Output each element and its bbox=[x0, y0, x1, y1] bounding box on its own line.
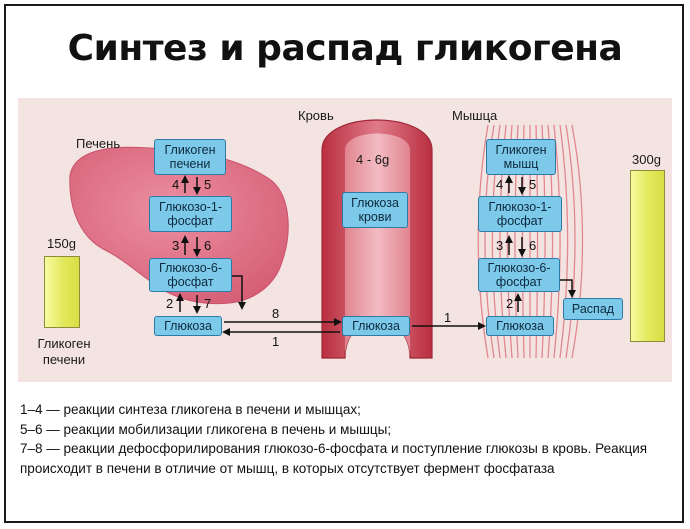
liver-glycogen-caption-line1: Гликоген bbox=[37, 336, 91, 351]
liver-g6p-line2: фосфат bbox=[167, 275, 214, 289]
liver-reaction-4: 4 bbox=[172, 177, 180, 192]
legend-line-2: 5–6 — реакции мобилизации гликогена в пе… bbox=[20, 421, 392, 437]
page-title: Синтез и распад гликогена bbox=[67, 28, 623, 69]
muscle-glucose-box: Глюкоза bbox=[486, 316, 554, 336]
blood-glucose-line2: крови bbox=[358, 210, 392, 224]
muscle-glycogen-line2: мышц bbox=[503, 157, 539, 171]
liver-glycogen-line1: Гликоген bbox=[164, 143, 216, 157]
liver-glycogen-caption: Гликоген печени bbox=[34, 336, 94, 368]
liver-glycogen-box: Гликоген печени bbox=[154, 139, 226, 175]
reaction-1-liver: 1 bbox=[272, 334, 280, 349]
muscle-glucose-line1: Глюкоза bbox=[496, 319, 544, 333]
legend-line-3: 7–8 — реакции дефосфорилирования глюкозо… bbox=[20, 441, 648, 476]
liver-reaction-6: 6 bbox=[204, 238, 212, 253]
legend: 1–4 — реакции синтеза гликогена в печени… bbox=[20, 400, 670, 478]
muscle-g6p-line1: Глюкозо-6- bbox=[487, 261, 551, 275]
muscle-reaction-6: 6 bbox=[529, 238, 537, 253]
muscle-amount-label: 300g bbox=[632, 152, 661, 167]
blood-glucose-box: Глюкоза крови bbox=[342, 192, 408, 228]
muscle-arrows bbox=[505, 175, 576, 312]
breakdown-box: Распад bbox=[563, 298, 623, 320]
blood-amount-label: 4 - 6g bbox=[356, 152, 390, 167]
liver-reaction-3: 3 bbox=[172, 238, 180, 253]
muscle-reaction-4: 4 bbox=[496, 177, 504, 192]
liver-glycogen-caption-line2: печени bbox=[42, 352, 86, 367]
liver-g6p-line1: Глюкозо-6- bbox=[159, 261, 222, 275]
vessel-lumen bbox=[345, 133, 410, 358]
muscle-glycogen-bar bbox=[630, 170, 665, 342]
liver-g1p-line1: Глюкозо-1- bbox=[159, 200, 222, 214]
liver-g6p-box: Глюкозо-6- фосфат bbox=[149, 258, 232, 292]
liver-reaction-2: 2 bbox=[166, 296, 174, 311]
liver-reaction-5: 5 bbox=[204, 177, 212, 192]
liver-amount-label: 150g bbox=[47, 236, 76, 251]
liver-label: Печень bbox=[76, 136, 121, 151]
muscle-glycogen-box: Гликоген мышц bbox=[486, 139, 556, 175]
blood-glucose-line1: Глюкоза bbox=[351, 196, 399, 210]
blood-label: Кровь bbox=[298, 108, 334, 123]
vessel-glucose-box: Глюкоза bbox=[342, 316, 410, 336]
liver-glucose-box: Глюкоза bbox=[154, 316, 222, 336]
muscle-g1p-line2: фосфат bbox=[496, 214, 544, 228]
muscle-g1p-line1: Глюкозо-1- bbox=[488, 200, 552, 214]
muscle-label: Мышца bbox=[452, 108, 498, 123]
muscle-reaction-2: 2 bbox=[506, 296, 514, 311]
liver-arrows bbox=[176, 175, 246, 314]
reaction-8: 8 bbox=[272, 306, 280, 321]
muscle-g6p-line2: фосфат bbox=[495, 275, 543, 289]
reaction-1-muscle: 1 bbox=[444, 310, 452, 325]
liver-reaction-7: 7 bbox=[204, 296, 212, 311]
exchange-arrows bbox=[222, 318, 486, 336]
liver-g1p-line2: фосфат bbox=[167, 214, 214, 228]
outer-frame bbox=[4, 4, 684, 523]
breakdown-line1: Распад bbox=[571, 302, 615, 316]
liver-g1p-box: Глюкозо-1- фосфат bbox=[149, 196, 232, 232]
muscle-g1p-box: Глюкозо-1- фосфат bbox=[478, 196, 562, 232]
muscle-reaction-5: 5 bbox=[529, 177, 537, 192]
liver-glycogen-line2: печени bbox=[169, 157, 211, 171]
liver-glucose-line1: Глюкоза bbox=[164, 319, 212, 333]
vessel-glucose-line1: Глюкоза bbox=[352, 319, 400, 333]
muscle-reaction-3: 3 bbox=[496, 238, 504, 253]
muscle-glycogen-line1: Гликоген bbox=[495, 143, 547, 157]
legend-line-1: 1–4 — реакции синтеза гликогена в печени… bbox=[20, 402, 361, 417]
liver-glycogen-bar bbox=[44, 256, 80, 328]
muscle-g6p-box: Глюкозо-6- фосфат bbox=[478, 258, 560, 292]
